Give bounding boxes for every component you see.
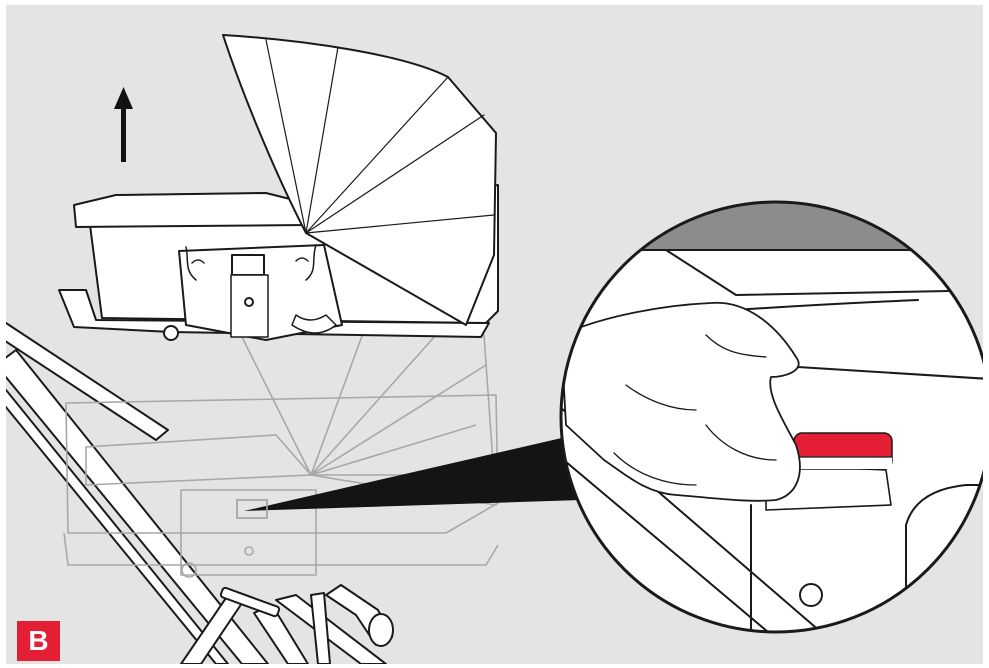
carrycot-ghost xyxy=(64,320,498,577)
illustration-panel: B xyxy=(6,5,983,664)
illustration xyxy=(6,5,983,664)
detail-magnifier xyxy=(546,195,983,664)
arrow-up-icon xyxy=(114,87,133,162)
zoom-pointer-wedge xyxy=(244,437,581,511)
carrycot xyxy=(59,35,498,340)
step-badge: B xyxy=(17,621,60,661)
